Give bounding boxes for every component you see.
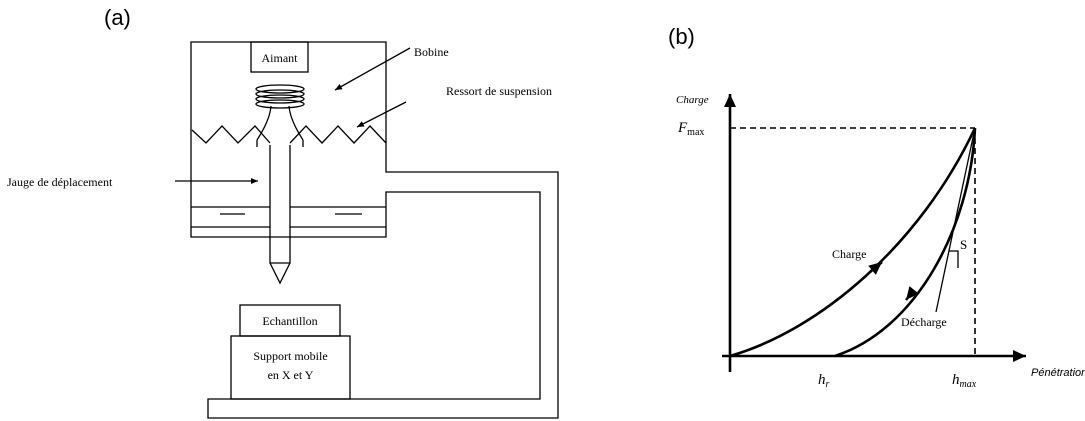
panel-b: (b) Charge Pénétration Fmax hr hmax Char… <box>668 24 1085 390</box>
hr-label: hr <box>818 372 830 390</box>
coil-label: Bobine <box>414 45 449 59</box>
stiffness-triangle <box>949 250 959 268</box>
loading-curve <box>729 127 977 358</box>
unloading-label: Décharge <box>901 315 947 329</box>
fluid-lines <box>191 206 386 228</box>
loading-arrow <box>868 261 883 275</box>
spring-right <box>289 125 387 144</box>
instrument-frame <box>190 41 559 419</box>
unloading-arrow <box>904 286 919 301</box>
unloading-curve <box>834 127 977 358</box>
coil <box>255 84 305 109</box>
panel-b-label: (b) <box>668 24 695 49</box>
fmax-label: Fmax <box>677 120 704 138</box>
support-box <box>230 335 351 400</box>
spring-label: Ressort de suspension <box>446 84 552 98</box>
indenter-shaft <box>256 105 304 285</box>
panel-a-label: (a) <box>104 5 131 30</box>
sample-label: Echantillon <box>262 314 317 328</box>
y-axis-label: Charge <box>676 94 709 106</box>
magnet-label: Aimant <box>262 51 299 65</box>
x-axis-label: Pénétration <box>1031 367 1085 379</box>
support-label-line1: Support mobile <box>253 349 327 363</box>
coil-arrow <box>334 47 411 91</box>
panel-a: (a) Aimant Bobine Re <box>7 5 559 419</box>
support-label-line2: en X et Y <box>268 368 314 382</box>
hmax-label: hmax <box>952 372 977 390</box>
stiffness-tangent <box>935 127 976 313</box>
loading-label: Charge <box>832 247 866 261</box>
spring-left <box>191 125 271 144</box>
magnet-box <box>250 41 309 73</box>
spring-arrow <box>356 101 407 128</box>
gauge-label: Jauge de déplacement <box>7 175 113 189</box>
stiffness-label: S <box>960 237 967 252</box>
